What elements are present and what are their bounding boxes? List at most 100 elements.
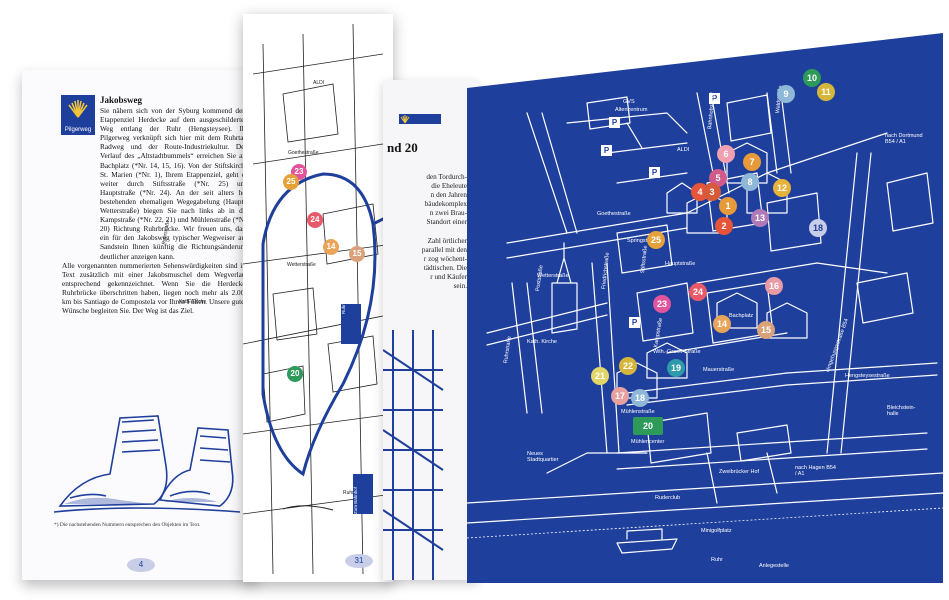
label-hengsteysestrasse: Hengsteysestraße bbox=[845, 373, 890, 379]
label-wetterstrasse: Wetterstraße bbox=[287, 262, 316, 268]
label-kath-kirche: Kath. Kirche bbox=[179, 299, 207, 305]
marker-24: 24 bbox=[689, 283, 707, 301]
marker-22: 22 bbox=[619, 357, 637, 375]
flap-building-sketch bbox=[383, 330, 444, 580]
parking-icon: P bbox=[609, 117, 620, 128]
paragraph: Alle vorgenannten nummerierten Sehenswür… bbox=[62, 260, 248, 316]
label-aldi: ALDI bbox=[313, 80, 325, 86]
label-ruderclub: Ruderclub bbox=[655, 495, 681, 501]
marker-9: 9 bbox=[777, 85, 795, 103]
marker-2: 2 bbox=[715, 217, 733, 235]
hiking-boots-illustration bbox=[53, 415, 241, 513]
label-wilh-graeff-strasse: Wilh.-Graeff-Straße bbox=[653, 349, 701, 355]
scallop-shell-icon bbox=[68, 100, 88, 118]
jakobsweg-title: Jakobsweg bbox=[100, 95, 143, 105]
marker-7: 7 bbox=[743, 153, 761, 171]
label-bachplatz: Bachplatz bbox=[729, 313, 754, 319]
label-mauerstrasse: Mauerstraße bbox=[703, 367, 735, 373]
parking-icon: P bbox=[629, 317, 640, 328]
text-line: Zahl örtlicher bbox=[427, 236, 467, 245]
text-line: Standort einer bbox=[426, 218, 467, 227]
paragraph: Sie nähern sich von der Syburg kommend d… bbox=[100, 106, 248, 261]
marker-12: 12 bbox=[773, 179, 791, 197]
flap-heading: nd 20 bbox=[387, 140, 418, 155]
page-number-left: 4 bbox=[127, 558, 155, 572]
text-line: n den Jahren bbox=[430, 191, 467, 200]
marker-15: 15 bbox=[757, 321, 775, 339]
text-line: bäudekomplex bbox=[424, 200, 467, 209]
label-ruhr: Ruhr bbox=[711, 557, 723, 563]
marker-8: 8 bbox=[741, 173, 759, 191]
text-line: den Tordurch- bbox=[426, 173, 467, 181]
text-line: n zwei Brau- bbox=[429, 209, 467, 218]
label-hauptstrasse: Hauptstraße bbox=[665, 261, 696, 267]
pilgerweg-small-badge bbox=[399, 114, 441, 124]
footnote: *) Die nachstehenden Nummern entsprechen… bbox=[54, 522, 201, 528]
label-goethestrasse: Goethestraße bbox=[288, 150, 319, 156]
pilgerweg-label: Pilgerweg bbox=[64, 127, 92, 133]
label-muehlencenter: Mühlencenter bbox=[631, 439, 665, 445]
text-line: r und Käufer bbox=[430, 272, 467, 281]
parking-icon: P bbox=[709, 93, 720, 104]
label-nach-dortmund: nach Dortmund B54 / A1 bbox=[885, 133, 923, 145]
label-zweibruecker-hof: Zweibrücker Hof bbox=[719, 469, 760, 475]
blue-city-map: P P P P P GVS Altenzentrum ALDI Goethest… bbox=[467, 33, 943, 583]
label-ruhr: Ruhr bbox=[343, 490, 354, 496]
line-map bbox=[243, 23, 393, 575]
text-line bbox=[389, 228, 467, 237]
map-background bbox=[467, 33, 943, 583]
marker-23: 23 bbox=[653, 295, 671, 313]
text-line: parallel mit den bbox=[421, 245, 467, 254]
marker-10: 10 bbox=[803, 69, 821, 87]
label-minigolfplatz: Minigolfplatz bbox=[701, 528, 732, 534]
marker-14: 14 bbox=[713, 315, 731, 333]
label-altenzentrum: Altenzentrum bbox=[615, 107, 648, 113]
marker-11: 11 bbox=[817, 83, 835, 101]
marker-5: 5 bbox=[709, 169, 727, 187]
label-bleichsteinhalle: Bleichstein-halle bbox=[887, 405, 916, 417]
middle-page-map: 23 25 24 14 15 20 Goethestraße Wetterstr… bbox=[161, 14, 393, 582]
label-goethestrasse: Goethestraße bbox=[597, 211, 631, 217]
marker-16: 16 bbox=[765, 277, 783, 295]
label-nach-hagen: nach Hagen B54 / A1 bbox=[795, 465, 836, 477]
marker-24: 24 bbox=[307, 212, 323, 228]
marker-13: 13 bbox=[751, 209, 769, 227]
label-gvs: GVS bbox=[623, 99, 635, 105]
left-page: Pilgerweg Jakobsweg Sie nähern sich von … bbox=[22, 70, 257, 580]
jakobsweg-text: Sie nähern sich von der Syburg kommend d… bbox=[62, 106, 248, 315]
marker-18-top: 18 bbox=[809, 219, 827, 237]
sign-ruhrtal-radweg: Ruhrtal-Radweg bbox=[341, 281, 346, 314]
marker-18: 18 bbox=[631, 389, 649, 407]
label-neues-stadtquartier: Neues Stadtquartier bbox=[527, 451, 559, 463]
label-anlegestelle: Anlegestelle bbox=[759, 563, 789, 569]
label-springstrasse: Springstraße bbox=[627, 238, 659, 244]
marker-25: 25 bbox=[283, 174, 299, 190]
pilgerweg-badge: Pilgerweg bbox=[61, 95, 95, 135]
text-line: tädtischen. Die bbox=[423, 263, 467, 272]
text-line: r zog wöchent- bbox=[423, 254, 467, 263]
marker-17: 17 bbox=[611, 387, 629, 405]
flap-text: den Tordurch- die Eheleute n den Jahren … bbox=[389, 173, 467, 291]
marker-6: 6 bbox=[717, 145, 735, 163]
marker-14: 14 bbox=[323, 239, 339, 255]
label-muehlenstrasse: Mühlenstraße bbox=[621, 409, 655, 415]
marker-25: 25 bbox=[647, 231, 665, 249]
text-line: die Eheleute bbox=[431, 182, 467, 191]
marker-15: 15 bbox=[349, 246, 365, 262]
parking-icon: P bbox=[601, 145, 612, 156]
label-kath-kirche: Kath. Kirche bbox=[527, 339, 557, 345]
marker-20: 20 bbox=[287, 366, 303, 382]
flap-page: nd 20 den Tordurch- die Eheleute n den J… bbox=[383, 80, 478, 580]
sign-zum-bahnhof: Zum Bahnhof bbox=[353, 486, 358, 514]
marker-19: 19 bbox=[667, 359, 685, 377]
marker-1: 1 bbox=[719, 197, 737, 215]
marker-20: 20 bbox=[633, 417, 663, 435]
parking-icon: P bbox=[649, 167, 660, 178]
label-wetterstrasse: Wetterstraße bbox=[537, 273, 569, 279]
marker-21: 21 bbox=[591, 367, 609, 385]
text-line: sein. bbox=[453, 282, 467, 291]
marker-3: 3 bbox=[703, 183, 721, 201]
page-number-middle: 31 bbox=[345, 554, 373, 568]
label-aldi: ALDI bbox=[677, 147, 690, 153]
